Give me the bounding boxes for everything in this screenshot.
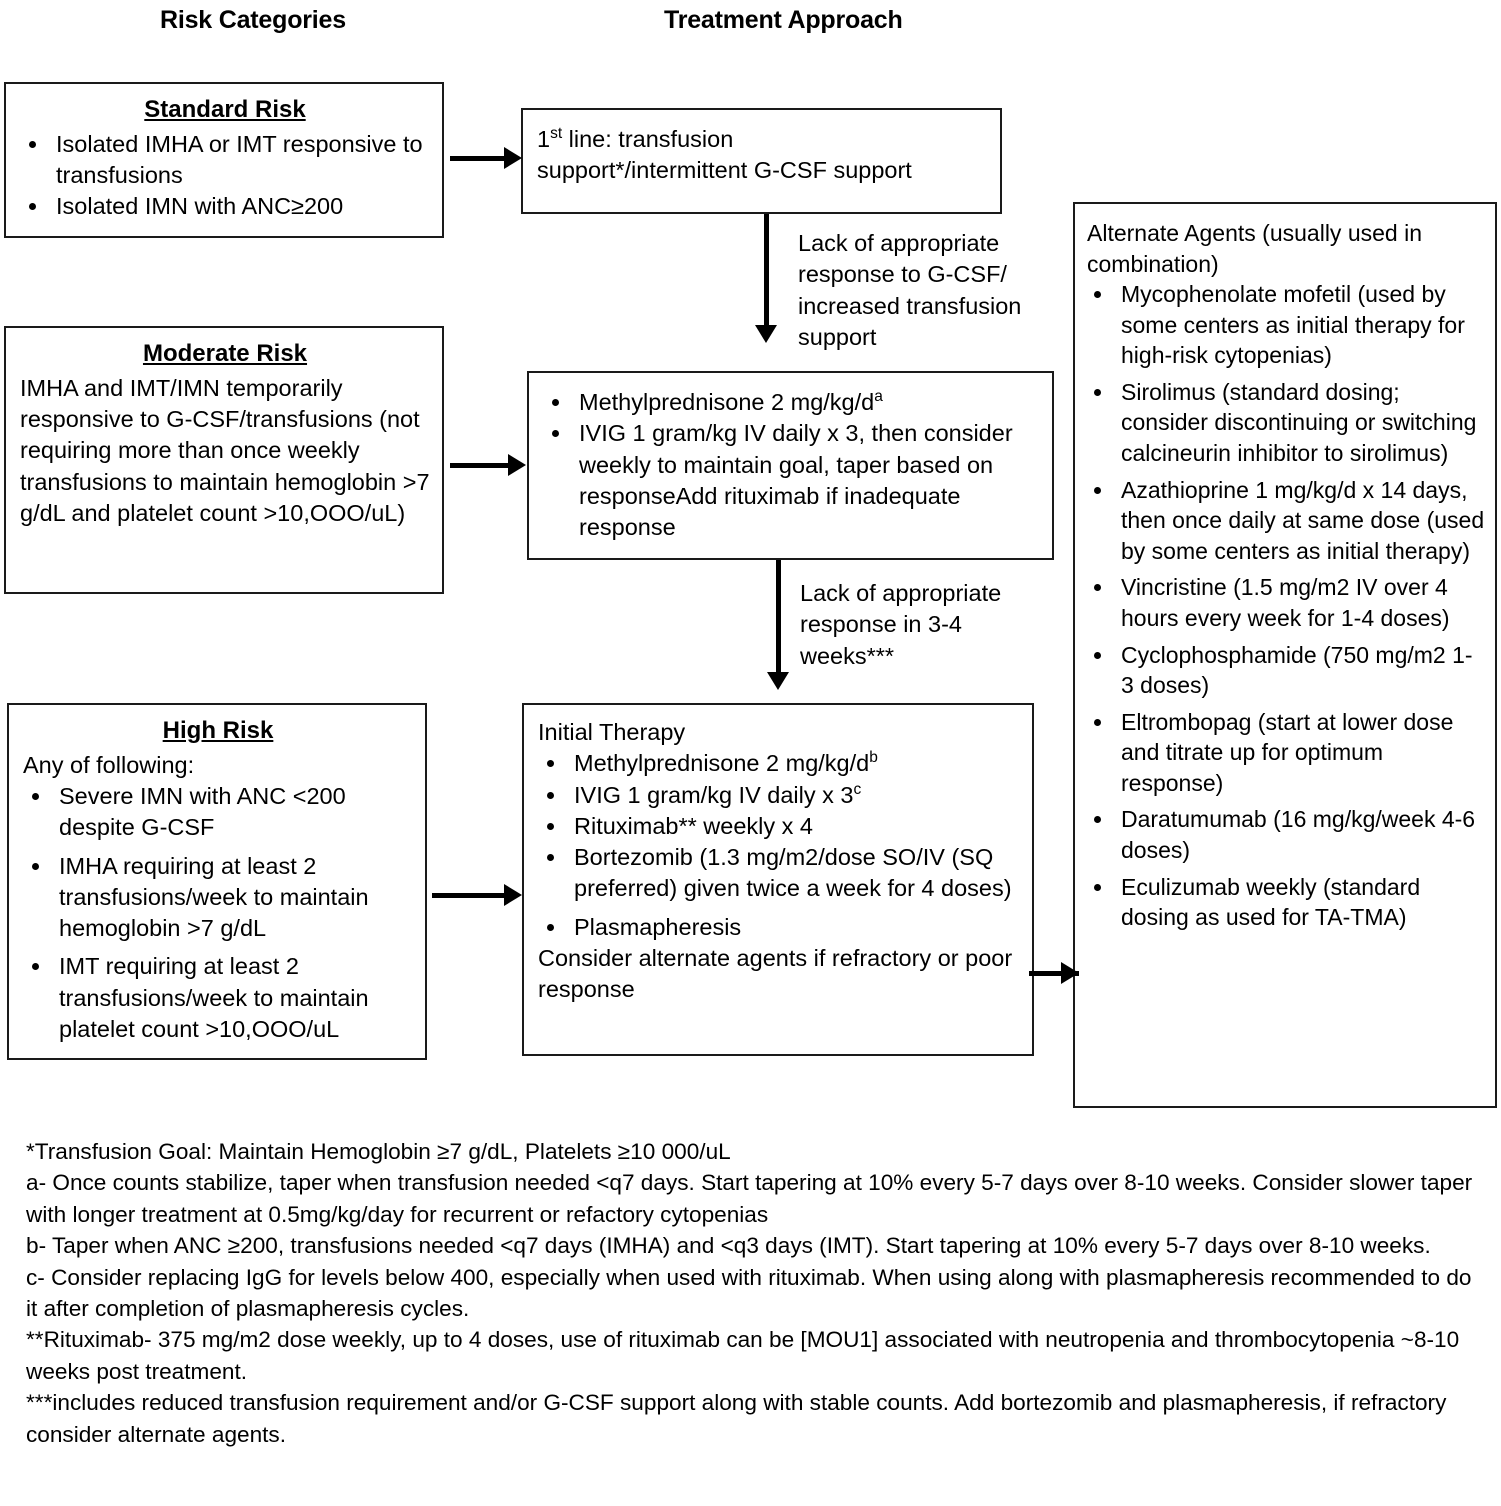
treatment-box-first-line: 1st line: transfusion support*/intermitte… <box>521 108 1002 214</box>
first-line-superscript: st <box>550 125 563 143</box>
arrow-second-line-to-initial-therapy <box>776 560 781 677</box>
arrow-head-icon <box>767 672 789 690</box>
list-item-text: Bortezomib (1.3 mg/m2/dose SO/IV (SQ pre… <box>574 844 1012 902</box>
list-item: Vincristine (1.5 mg/m2 IV over 4 hours e… <box>1115 572 1485 633</box>
initial-therapy-footer: Consider alternate agents if refractory … <box>538 944 1013 1002</box>
arrow-head-icon <box>504 884 522 906</box>
risk-box-moderate-body: IMHA and IMT/IMN temporarily responsive … <box>20 374 430 526</box>
list-item: Daratumumab (16 mg/kg/week 4-6 doses) <box>1115 804 1485 865</box>
first-line-second-row: support*/intermittent G-CSF support <box>537 157 912 184</box>
risk-box-moderate-heading: Moderate Risk <box>142 340 308 367</box>
footnote-a: a- Once counts stabilize, taper when tra… <box>26 1170 1473 1227</box>
list-item-text: IVIG 1 gram/kg IV daily x 3 <box>574 781 854 808</box>
list-item: IVIG 1 gram/kg IV daily x 3, then consid… <box>573 418 1040 543</box>
edge-label-first-to-second: Lack of appropriate response to G-CSF/ i… <box>798 230 1022 350</box>
risk-box-high-heading: High Risk <box>162 717 274 744</box>
footnote-b: b- Taper when ANC ≥200, transfusions nee… <box>26 1233 1431 1259</box>
alternate-agents-box: Alternate Agents (usually used in combin… <box>1073 202 1497 1108</box>
arrow-high-to-initial-therapy <box>432 893 506 898</box>
list-item: Eculizumab weekly (standard dosing as us… <box>1115 872 1485 933</box>
arrow-head-icon <box>508 454 526 476</box>
list-item: Bortezomib (1.3 mg/m2/dose SO/IV (SQ pre… <box>568 842 1020 905</box>
arrow-head-icon <box>755 325 777 343</box>
risk-box-standard-list: Isolated IMHA or IMT responsive to trans… <box>20 129 430 223</box>
list-item: Mycophenolate mofetil (used by some cent… <box>1115 279 1485 371</box>
list-item-text: IVIG 1 gram/kg IV daily x 3, then consid… <box>579 420 1013 540</box>
treatment-box-second-line-list: Methylprednisone 2 mg/kg/da IVIG 1 gram/… <box>543 387 1040 543</box>
arrow-first-line-to-second-line <box>764 214 769 330</box>
list-item: IVIG 1 gram/kg IV daily x 3c <box>568 780 1020 811</box>
column-title-treatment-approach: Treatment Approach <box>664 6 903 34</box>
list-item: Methylprednisone 2 mg/kg/db <box>568 748 1020 779</box>
footnotes: *Transfusion Goal: Maintain Hemoglobin ≥… <box>26 1136 1478 1450</box>
list-item: Methylprednisone 2 mg/kg/da <box>573 387 1040 418</box>
list-item: Isolated IMHA or IMT responsive to trans… <box>50 129 430 192</box>
initial-therapy-list: Methylprednisone 2 mg/kg/db IVIG 1 gram/… <box>538 748 1020 943</box>
list-item-superscript: c <box>853 780 862 798</box>
first-line-rest: line: transfusion <box>562 126 734 152</box>
alternate-agents-list: Mycophenolate mofetil (used by some cent… <box>1087 279 1485 933</box>
list-item: Cyclophosphamide (750 mg/m2 1-3 doses) <box>1115 640 1485 701</box>
list-item: Severe IMN with ANC <200 despite G-CSF <box>53 781 413 844</box>
list-item-text: Plasmapheresis <box>574 913 742 940</box>
risk-box-high-intro: Any of following: <box>23 751 195 778</box>
list-item-text: Methylprednisone 2 mg/kg/d <box>579 389 875 415</box>
list-item-superscript: a <box>874 388 883 406</box>
treatment-box-initial-therapy: Initial Therapy Methylprednisone 2 mg/kg… <box>522 703 1034 1056</box>
list-item: Rituximab** weekly x 4 <box>568 811 1020 842</box>
edge-label-second-to-initial: Lack of appropriate response in 3-4 week… <box>800 580 1002 669</box>
list-item-text: Rituximab** weekly x 4 <box>574 812 814 839</box>
risk-box-moderate: Moderate Risk IMHA and IMT/IMN temporari… <box>4 326 444 594</box>
risk-box-high-list: Severe IMN with ANC <200 despite G-CSF I… <box>23 781 413 1045</box>
list-item-text: Methylprednisone 2 mg/kg/d <box>574 750 870 777</box>
list-item-superscript: b <box>869 749 878 767</box>
list-item: Isolated IMN with ANC≥200 <box>50 191 430 222</box>
arrow-moderate-to-second-line <box>450 463 510 468</box>
footnote-transfusion-goal: *Transfusion Goal: Maintain Hemoglobin ≥… <box>26 1139 731 1164</box>
list-item: IMT requiring at least 2 transfusions/we… <box>53 951 413 1045</box>
treatment-box-second-line: Methylprednisone 2 mg/kg/da IVIG 1 gram/… <box>527 371 1054 560</box>
initial-therapy-heading: Initial Therapy <box>538 719 686 745</box>
list-item: Sirolimus (standard dosing; consider dis… <box>1115 377 1485 469</box>
footnote-c: c- Consider replacing IgG for levels bel… <box>26 1264 1472 1321</box>
treatment-box-first-line-text: 1st line: transfusion support*/intermitte… <box>537 124 988 187</box>
list-item: Plasmapheresis <box>568 912 1020 943</box>
risk-box-high: High Risk Any of following: Severe IMN w… <box>7 703 427 1060</box>
alternate-agents-heading: Alternate Agents (usually used in combin… <box>1087 220 1422 277</box>
arrow-initial-therapy-to-alternate-agents <box>1029 971 1079 976</box>
column-title-risk-categories: Risk Categories <box>160 6 346 34</box>
list-item: Azathioprine 1 mg/kg/d x 14 days, then o… <box>1115 475 1485 567</box>
footnote-rituximab: **Rituximab- 375 mg/m2 dose weekly, up t… <box>26 1327 1460 1384</box>
risk-box-standard-heading: Standard Risk <box>144 96 306 123</box>
arrow-head-icon <box>1061 962 1079 984</box>
arrow-standard-to-first-line <box>450 156 506 161</box>
first-line-prefix: 1 <box>537 126 551 152</box>
risk-box-standard: Standard Risk Isolated IMHA or IMT respo… <box>4 82 444 238</box>
list-item: Eltrombopag (start at lower dose and tit… <box>1115 707 1485 799</box>
arrow-head-icon <box>504 147 522 169</box>
footnote-triple-asterisk: ***includes reduced transfusion requirem… <box>26 1390 1447 1447</box>
list-item: IMHA requiring at least 2 transfusions/w… <box>53 851 413 945</box>
